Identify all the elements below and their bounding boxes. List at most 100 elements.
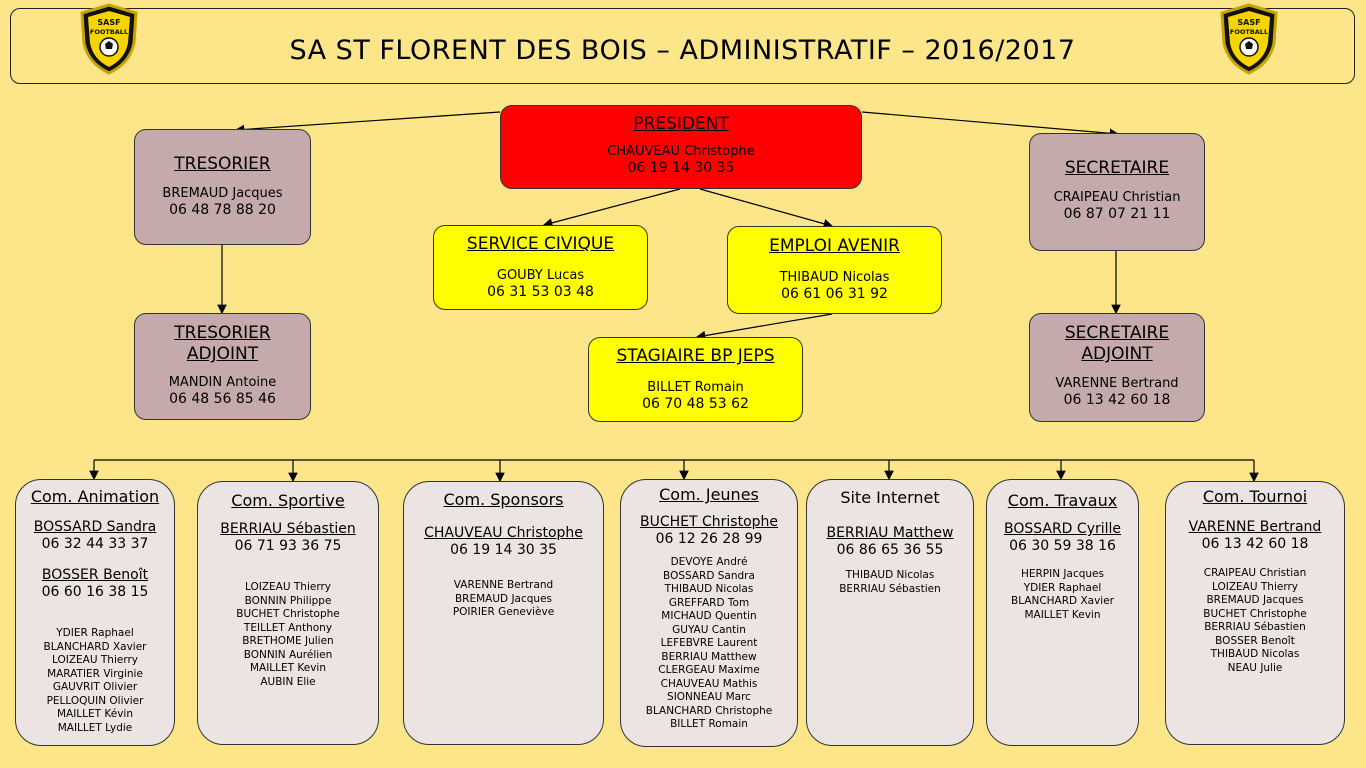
member: YDIER Raphael [56,627,134,639]
secretaire-adjoint-role-line1: SECRETAIRE [1064,323,1170,343]
commission-title: Com. Jeunes [659,485,759,504]
member: BREMAUD Jacques [1206,594,1304,606]
member: BERRIAU Sébastien [1204,621,1306,633]
tresorier-adjoint-name: MANDIN Antoine [168,375,277,390]
commission-site-internet: Site Internet BERRIAU Matthew 06 86 65 3… [806,479,974,746]
president-phone: 06 19 14 30 35 [627,160,735,176]
member: MARATIER Virginie [47,667,143,680]
commission-lead-name: CHAUVEAU Christophe [424,525,583,541]
commission-lead-phone: 06 12 26 28 99 [655,531,763,547]
commission-lead-name: BERRIAU Sébastien [220,521,356,537]
secretaire-adjoint-phone: 06 13 42 60 18 [1063,392,1171,408]
emploi-avenir-box: EMPLOI AVENIR THIBAUD Nicolas 06 61 06 3… [727,226,942,314]
commission-lead-phone: 06 60 16 38 15 [41,584,149,600]
member: LOIZEAU Thierry [245,581,331,593]
tresorier-box: TRESORIER BREMAUD Jacques 06 48 78 88 20 [134,129,311,245]
secretaire-box: SECRETAIRE CRAIPEAU Christian 06 87 07 2… [1029,133,1205,251]
commission-lead-phone: 06 13 42 60 18 [1201,536,1309,552]
stagiaire-phone: 06 70 48 53 62 [642,396,749,412]
member: BREMAUD Jacques [454,592,553,605]
secretaire-adjoint-name: VARENNE Bertrand [1055,376,1179,391]
member: AUBIN Elie [260,675,316,688]
commission-sponsors: Com. Sponsors CHAUVEAU Christophe 06 19 … [403,481,604,745]
commission-title: Site Internet [840,488,940,507]
member: THIBAUD Nicolas [1210,648,1300,660]
commission-members: HERPIN Jacques YDIER Raphael BLANCHARD X… [987,568,1138,622]
member: NEAU Julie [1227,661,1283,674]
stagiaire-box: STAGIAIRE BP JEPS BILLET Romain 06 70 48… [588,337,803,422]
member: LEFEBVRE Laurent [660,637,758,649]
emploi-avenir-name: THIBAUD Nicolas [779,270,890,285]
tresorier-adjoint-box: TRESORIER ADJOINT MANDIN Antoine 06 48 5… [134,313,311,420]
member: THIBAUD Nicolas [664,583,754,595]
commission-title: Com. Sportive [231,491,345,510]
commission-lead-phone: 06 86 65 36 55 [836,542,944,558]
service-civique-role: SERVICE CIVIQUE [466,234,615,254]
member: YDIER Raphael [1023,581,1102,594]
header-banner: SA ST FLORENT DES BOIS – ADMINISTRATIF –… [10,8,1355,84]
member: BERRIAU Matthew [661,650,757,663]
service-civique-box: SERVICE CIVIQUE GOUBY Lucas 06 31 53 03 … [433,225,648,310]
tresorier-adjoint-role-line1: TRESORIER [174,323,271,343]
svg-text:FOOTBALL: FOOTBALL [90,28,128,36]
emploi-avenir-role: EMPLOI AVENIR [769,236,900,256]
member: BOSSARD Sandra [663,569,755,582]
commission-lead-phone: 06 32 44 33 37 [41,536,149,552]
stagiaire-name: BILLET Romain [647,380,744,395]
member: BONNIN Aurélien [243,648,333,661]
member: MAILLET Lydie [57,721,133,734]
member: DEVOYE André [670,556,748,568]
member: SIONNEAU Marc [667,691,751,703]
member: BILLET Romain [670,718,748,730]
commission-members: CRAIPEAU Christian LOIZEAU Thierry BREMA… [1166,567,1344,675]
member: CLERGEAU Maxime [658,664,760,676]
commission-lead-name: BOSSARD Cyrille [1003,521,1122,537]
commission-lead-name: BERRIAU Matthew [826,525,954,541]
commission-lead-name: BUCHET Christophe [639,514,779,530]
commission-sportive: Com. Sportive BERRIAU Sébastien 06 71 93… [197,481,379,745]
member: VARENNE Bertrand [453,579,554,591]
tresorier-adjoint-phone: 06 48 56 85 46 [169,391,276,407]
commission-members: YDIER Raphael BLANCHARD Xavier LOIZEAU T… [16,627,174,735]
arrow-president-secretaire [861,111,1120,139]
member: TEILLET Anthony [243,621,333,634]
arrow-president-tresorier [234,111,501,135]
member: CHAUVEAU Mathis [660,677,758,690]
member: MAILLET Kevin [1024,608,1101,621]
club-logo-right: SASF FOOTBALL [1220,3,1278,75]
secretaire-phone: 06 87 07 21 11 [1063,206,1171,222]
member: MAILLET Kévin [56,708,134,720]
commission-title: Com. Sponsors [443,490,564,509]
commission-members: VARENNE Bertrand BREMAUD Jacques POIRIER… [404,579,603,620]
member: BRETHOME Julien [242,635,334,647]
member: POIRIER Geneviève [452,606,555,618]
president-box: PRESIDENT CHAUVEAU Christophe 06 19 14 3… [500,105,862,189]
member: BLANCHARD Xavier [1011,595,1114,607]
commission-lead-phone: 06 30 59 38 16 [1009,538,1116,554]
member: MAILLET Kevin [249,662,327,674]
secretaire-adjoint-role-line2: ADJOINT [1081,344,1153,364]
commission-title: Com. Travaux [1007,491,1118,510]
commission-members: LOIZEAU Thierry BONNIN Philippe BUCHET C… [198,581,378,689]
commission-members: DEVOYE André BOSSARD Sandra THIBAUD Nico… [621,556,797,732]
commission-title: Com. Tournoi [1202,487,1308,506]
member: HERPIN Jacques [1020,568,1104,580]
commission-title: Com. Animation [30,487,160,506]
commission-jeunes: Com. Jeunes BUCHET Christophe 06 12 26 2… [620,479,798,747]
member: BUCHET Christophe [236,608,340,620]
commission-members: THIBAUD Nicolas BERRIAU Sébastien [807,569,973,596]
svg-text:SASF: SASF [1237,18,1260,27]
tresorier-adjoint-role-line2: ADJOINT [186,344,259,364]
commission-lead-phone: 06 19 14 30 35 [450,542,557,558]
commission-travaux: Com. Travaux BOSSARD Cyrille 06 30 59 38… [986,479,1139,746]
member: BOSSER Benoît [1215,634,1295,647]
commission-lead-name: VARENNE Bertrand [1188,519,1322,535]
tresorier-phone: 06 48 78 88 20 [169,202,276,218]
commission-tournoi: Com. Tournoi VARENNE Bertrand 06 13 42 6… [1165,481,1345,745]
emploi-avenir-phone: 06 61 06 31 92 [781,286,888,302]
president-role: PRESIDENT [633,114,729,134]
member: BUCHET Christophe [1203,607,1307,620]
member: MICHAUD Quentin [661,610,757,622]
commission-lead-name: BOSSARD Sandra [33,519,157,535]
member: BERRIAU Sébastien [839,582,941,595]
